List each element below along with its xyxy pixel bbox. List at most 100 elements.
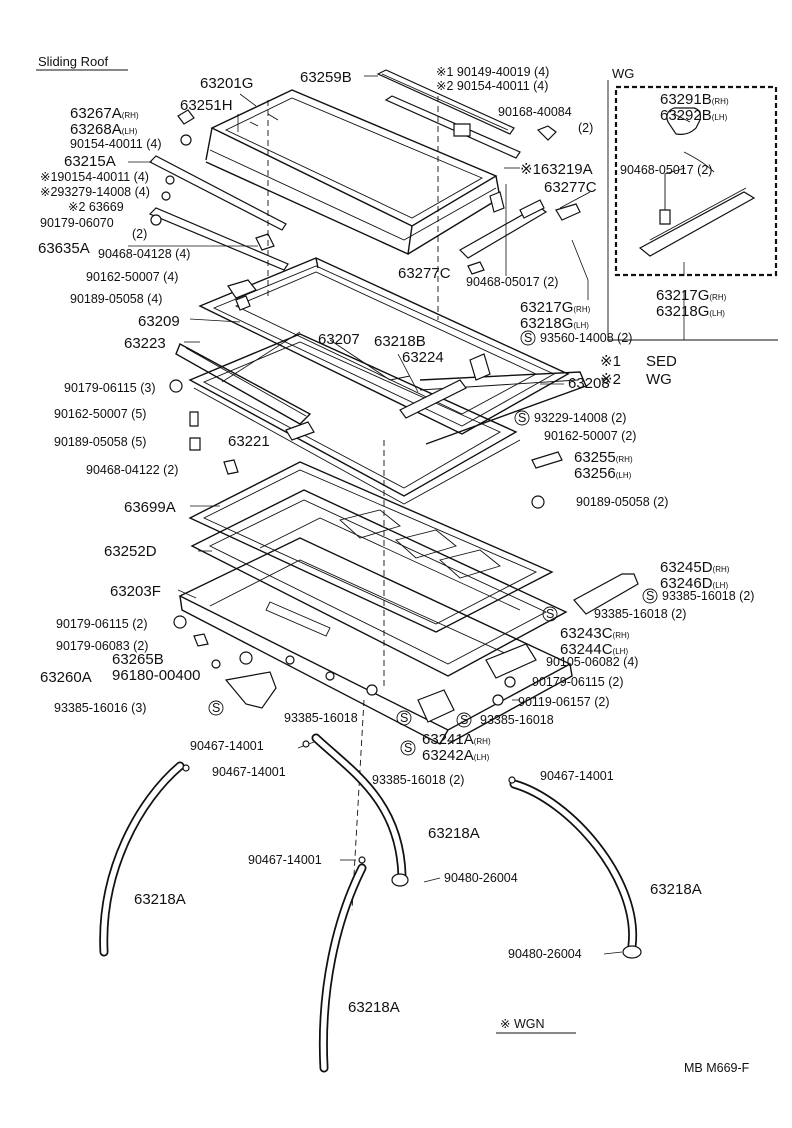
label-90467-14001-b: 90467-14001 <box>212 765 286 779</box>
s-symbol: S <box>460 713 468 727</box>
label-63207: 63207 <box>318 331 360 348</box>
label-90179-06115-a: 90179-06115 (3) <box>64 381 156 395</box>
label-63699a: 63699A <box>124 499 176 516</box>
label-sed-90154-40011: ※190154-40011 (4) <box>40 170 149 184</box>
label-90189-05058-c: 90189-05058 (2) <box>576 495 668 509</box>
label-93385-16018-d: 93385-16018 <box>480 713 554 727</box>
s-symbol: S <box>518 411 526 425</box>
label-90179-06115-c: 90179-06115 (2) <box>532 675 624 689</box>
label-63224: 63224 <box>402 349 444 366</box>
wg-inset: WG <box>607 66 778 341</box>
label-63260a: 63260A <box>40 669 92 686</box>
label-90179-06083: 90179-06083 (2) <box>56 639 148 653</box>
label-63265b: 63265B <box>112 651 164 668</box>
label-90154-40011-a: 90154-40011 (4) <box>70 137 162 151</box>
label-63209: 63209 <box>138 313 180 330</box>
label-90468-04128: 90468-04128 (4) <box>98 247 190 261</box>
label-90468-05017: 90468-05017 (2) <box>466 275 558 289</box>
label-63243c: 63243C(RH) <box>560 625 630 642</box>
label-63218a-d: 63218A <box>348 999 400 1016</box>
label-90168-40084-qty: (2) <box>578 121 593 135</box>
label-63201g: 63201G <box>200 75 253 92</box>
wg-dashed-box <box>614 85 778 277</box>
label-63218a-c: 63218A <box>650 881 702 898</box>
glass-panel <box>205 89 501 256</box>
label-93385-16018-c: 93385-16018 <box>284 711 358 725</box>
label-90467-14001-a: 90467-14001 <box>190 739 264 753</box>
label-90468-04122: 90468-04122 (2) <box>86 463 178 477</box>
label-63218b: 63218B <box>374 333 426 350</box>
diagram-code: MB M669-F <box>684 1061 750 1075</box>
right-hardware <box>417 451 639 723</box>
label-wg-63669: ※2 63669 <box>68 200 124 214</box>
left-rails <box>148 109 289 271</box>
label-93229-14008: 93229-14008 (2) <box>534 411 626 425</box>
label-90168-40084: 90168-40084 <box>498 105 572 119</box>
label-63252d: 63252D <box>104 543 157 560</box>
top-rail <box>376 69 557 159</box>
s-symbols: S S S S S S S S <box>208 330 658 756</box>
label-63291b: 63291B(RH) <box>660 91 729 108</box>
inset-label: WG <box>612 66 634 81</box>
label-63255: 63255(RH) <box>574 449 633 466</box>
right-upper-parts <box>459 191 581 275</box>
wgn-note: ※ WGN <box>500 1017 545 1031</box>
label-90105-06082: 90105-06082 (4) <box>546 655 638 669</box>
weatherstrip-63699A <box>188 461 554 633</box>
label-63218a-a: 63218A <box>428 825 480 842</box>
label-90189-05058-a: 90189-05058 (4) <box>70 292 162 306</box>
label-63292b: 63292B(LH) <box>660 107 728 124</box>
label-63267a: 63267A(RH) <box>70 105 139 122</box>
left-fasteners <box>169 379 277 709</box>
label-sed-63219a: ※163219A <box>520 161 593 178</box>
label-93385-16018-b: 93385-16018 (2) <box>594 607 686 621</box>
leader-lines <box>128 75 591 749</box>
s-symbol: S <box>524 331 532 345</box>
label-63246d: 63246D(LH) <box>660 575 728 592</box>
label-96180-00400: 96180-00400 <box>112 667 200 684</box>
label-90179-06115-b: 90179-06115 (2) <box>56 617 148 631</box>
label-63223: 63223 <box>124 335 166 352</box>
label-93385-16018-a: 93385-16018 (2) <box>662 589 754 603</box>
label-wg-63218g: 63218G(LH) <box>656 303 725 320</box>
label-63218g: 63218G(LH) <box>520 315 589 332</box>
diagram-title: Sliding Roof <box>38 54 108 69</box>
label-63244c: 63244C(LH) <box>560 641 628 658</box>
label-63251h: 63251H <box>180 97 233 114</box>
label-63217g: 63217G(RH) <box>520 299 591 316</box>
s-symbol: S <box>212 701 220 715</box>
label-wg-90154-40011: ※2 90154-40011 (4) <box>436 79 548 93</box>
label-90119-06157: 90119-06157 (2) <box>518 695 610 709</box>
label-63277c-b: 63277C <box>398 265 451 282</box>
label-63277c-a: 63277C <box>544 179 597 196</box>
label-wg-93279-14008: ※293279-14008 (4) <box>40 185 150 199</box>
label-63218a-b: 63218A <box>134 891 186 908</box>
label-90467-14001-d: 90467-14001 <box>248 853 322 867</box>
label-63245d: 63245D(RH) <box>660 559 730 576</box>
label-sed-90149-40019: ※1 90149-40019 (4) <box>436 65 549 79</box>
label-90179-06070-qty: (2) <box>132 227 147 241</box>
label-63268a: 63268A(LH) <box>70 121 138 138</box>
s-symbol: S <box>404 741 412 755</box>
label-63215a: 63215A <box>64 153 116 170</box>
label-63221: 63221 <box>228 433 270 450</box>
legend-wg-mark: ※2 <box>600 371 621 388</box>
label-93560-14008: 93560-14008 (2) <box>540 331 632 345</box>
label-93385-16018-e: 93385-16018 (2) <box>372 773 464 787</box>
label-63241a: 63241A(RH) <box>422 731 491 748</box>
seal-63221 <box>188 333 521 505</box>
legend-wg-text: WG <box>646 371 672 388</box>
label-63203f: 63203F <box>110 583 161 600</box>
label-63208: 63208 <box>568 375 610 392</box>
label-90189-05058-b: 90189-05058 (5) <box>54 435 146 449</box>
label-90162-50007-c: 90162-50007 (2) <box>544 429 636 443</box>
label-63242a: 63242A(LH) <box>422 747 490 764</box>
label-93385-16016: 93385-16016 (3) <box>54 701 146 715</box>
label-wg-63217g: 63217G(RH) <box>656 287 727 304</box>
drain-hoses <box>99 733 642 1073</box>
label-wg-90468-05017: 90468-05017 (2) <box>620 163 712 177</box>
label-63256: 63256(LH) <box>574 465 632 482</box>
label-90480-26004-b: 90480-26004 <box>508 947 582 961</box>
base-frame-63203F <box>178 537 573 745</box>
